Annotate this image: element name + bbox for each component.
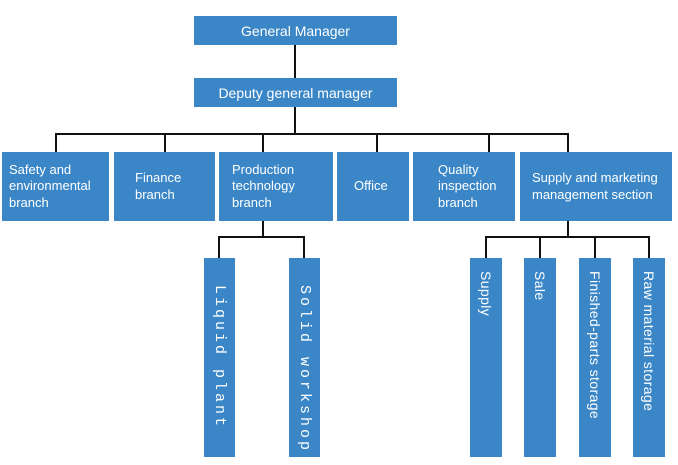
drop-supply-section bbox=[567, 133, 569, 152]
org-node-label: Office bbox=[354, 178, 388, 194]
org-node-safety-environmental-branch: Safety and environmental branch bbox=[2, 152, 109, 221]
org-node-quality-inspection-branch: Quality inspection branch bbox=[413, 152, 515, 221]
org-node-label: Liquid plant bbox=[211, 285, 228, 430]
org-node-liquid-plant: Liquid plant bbox=[204, 258, 235, 457]
org-node-sale: Sale bbox=[524, 258, 556, 457]
org-node-supply: Supply bbox=[470, 258, 502, 457]
bus-level3 bbox=[55, 133, 569, 135]
drop-office bbox=[376, 133, 378, 152]
drop-finance-branch bbox=[164, 133, 166, 152]
org-node-deputy-general-manager: Deputy general manager bbox=[194, 78, 397, 107]
connector-deputy-to-bus bbox=[294, 107, 296, 134]
connector-production-to-bus bbox=[262, 221, 264, 237]
org-node-label: Raw material storage bbox=[641, 271, 657, 412]
drop-quality-branch bbox=[488, 133, 490, 152]
org-node-general-manager: General Manager bbox=[194, 16, 397, 45]
org-node-office: Office bbox=[337, 152, 409, 221]
drop-raw-material-storage bbox=[648, 236, 650, 258]
org-node-label: Deputy general manager bbox=[218, 84, 373, 101]
drop-sale bbox=[539, 236, 541, 258]
bus-production-children bbox=[218, 236, 305, 238]
org-node-label: Supply bbox=[478, 271, 494, 317]
drop-solid-workshop bbox=[303, 236, 305, 258]
org-node-label: Production technology branch bbox=[232, 162, 295, 210]
org-node-finished-parts-storage: Finished-parts storage bbox=[579, 258, 611, 457]
connector-gm-to-deputy bbox=[294, 45, 296, 78]
org-node-raw-material-storage: Raw material storage bbox=[633, 258, 665, 457]
org-node-label: Quality inspection branch bbox=[438, 162, 497, 210]
org-node-label: Finance branch bbox=[135, 170, 182, 202]
drop-liquid-plant bbox=[218, 236, 220, 258]
org-node-label: Solid workshop bbox=[296, 285, 313, 454]
bus-supply-children bbox=[485, 236, 650, 238]
org-node-solid-workshop: Solid workshop bbox=[289, 258, 320, 457]
drop-safety-branch bbox=[55, 133, 57, 152]
connector-supply-section-to-bus bbox=[567, 221, 569, 237]
org-node-label: Supply and marketing management section bbox=[532, 170, 658, 202]
org-node-finance-branch: Finance branch bbox=[114, 152, 215, 221]
org-node-label: Sale bbox=[532, 271, 548, 301]
org-node-production-technology-branch: Production technology branch bbox=[219, 152, 333, 221]
drop-supply bbox=[485, 236, 487, 258]
drop-finished-parts-storage bbox=[594, 236, 596, 258]
org-node-label: Finished-parts storage bbox=[587, 271, 603, 420]
drop-production-branch bbox=[262, 133, 264, 152]
org-node-label: General Manager bbox=[241, 22, 350, 39]
org-node-label: Safety and environmental branch bbox=[9, 162, 91, 210]
org-node-supply-marketing-section: Supply and marketing management section bbox=[520, 152, 672, 221]
